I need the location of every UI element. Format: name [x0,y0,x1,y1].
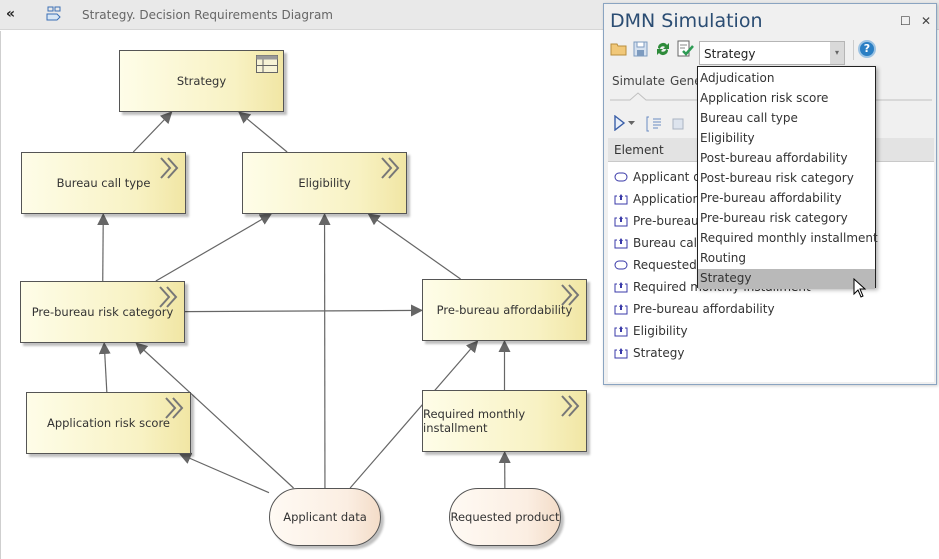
expression-icon [381,157,400,179]
close-icon[interactable]: ✕ [921,14,932,28]
element-list-item[interactable]: Eligibility [614,321,688,341]
play-icon[interactable] [614,115,626,131]
dropdown-option[interactable]: Routing [700,251,747,265]
double-chevron-left-icon[interactable]: « [6,6,16,22]
information-requirement-edge[interactable] [98,342,111,393]
maximize-icon[interactable]: ☐ [900,14,911,28]
decision-node-strategy[interactable]: Strategy [119,50,284,112]
decision-node-pre-bureau-risk-category[interactable]: Pre-bureau risk category [20,281,185,343]
decision-icon [614,238,628,249]
dropdown-option[interactable]: Adjudication [700,71,775,85]
node-label: Pre-bureau risk category [31,305,174,319]
help-icon[interactable]: ? [858,40,876,58]
diagram-edges [97,111,511,494]
node-label: Eligibility [298,176,351,190]
decision-node-required-monthly-installment[interactable]: Required monthly installment [422,390,587,452]
input-data-icon [614,172,628,182]
expression-icon [561,284,580,306]
folder-icon[interactable] [610,40,628,58]
element-list-item[interactable]: Pre-bureau affordability [614,299,775,319]
element-list-item[interactable]: Strategy [614,343,684,363]
chevron-down-icon[interactable] [628,121,635,126]
decision-node-pre-bureau-affordability[interactable]: Pre-bureau affordability [422,279,587,341]
dropdown-option[interactable]: Eligibility [700,131,755,145]
dropdown-option[interactable]: Pre-bureau affordability [700,191,842,205]
node-label: Applicant data [283,510,367,524]
information-requirement-edge[interactable] [178,452,270,494]
dmn-diagram-icon [46,6,61,21]
element-label: Eligibility [633,324,688,338]
toolbar-separator [853,40,854,60]
step-into-icon[interactable] [646,115,664,133]
element-label: Strategy [633,346,685,360]
decision-icon [614,282,628,293]
information-requirement-edge[interactable] [184,304,423,317]
node-label: Required monthly installment [423,407,526,435]
decision-icon [614,326,628,337]
panel-title: DMN Simulation [610,10,763,32]
decision-icon [614,348,628,359]
node-label: Application risk score [46,416,171,430]
save-icon[interactable] [632,40,650,58]
information-requirement-edge[interactable] [349,340,479,489]
refresh-icon[interactable] [654,40,672,58]
element-label: Pre-bureau affordability [633,302,775,316]
diagram-title: Strategy. Decision Requirements Diagram [82,8,333,22]
dropdown-option[interactable]: Post-bureau affordability [700,151,848,165]
information-requirement-edge[interactable] [155,213,273,282]
expression-icon [159,286,178,308]
node-label: Pre-bureau affordability [436,303,573,317]
expression-icon [160,157,179,179]
input-node-applicant-data[interactable]: Applicant data [269,488,381,546]
stop-icon[interactable] [672,118,684,130]
information-requirement-edge[interactable] [238,111,288,153]
dropdown-option[interactable]: Bureau call type [700,111,798,125]
decision-node-bureau-call-type[interactable]: Bureau call type [21,152,186,214]
mouse-cursor-icon [853,278,867,298]
dropdown-option[interactable]: Strategy [698,269,875,289]
tab-simulate[interactable]: Simulate [612,74,666,88]
dropdown-option[interactable]: Required monthly installment [700,231,878,245]
node-label: Requested product [450,510,560,524]
expression-icon [165,397,184,419]
decision-icon [614,194,628,205]
node-label: Strategy [176,74,227,88]
input-node-requested-product[interactable]: Requested product [449,488,561,546]
information-requirement-edge[interactable] [97,213,110,282]
node-label: Bureau call type [56,176,151,190]
decision-icon [614,216,628,227]
combo-value: Strategy [704,47,756,61]
decision-node-application-risk-score[interactable]: Application risk score [26,392,191,454]
decision-node-eligibility[interactable]: Eligibility [242,152,407,214]
expression-icon [561,395,580,417]
decision-combo[interactable]: Strategy ▾ [699,41,845,65]
dropdown-option[interactable]: Application risk score [700,91,829,105]
validate-icon[interactable] [676,40,694,58]
information-requirement-edge[interactable] [367,213,461,280]
information-requirement-edge[interactable] [135,342,294,489]
chevron-down-icon[interactable]: ▾ [830,42,844,64]
input-data-icon [614,260,628,270]
dropdown-option[interactable]: Post-bureau risk category [700,171,854,185]
dropdown-option[interactable]: Pre-bureau risk category [700,211,848,225]
decision-icon [614,304,628,315]
information-requirement-edge[interactable] [132,111,173,153]
decision-table-icon [256,55,278,73]
